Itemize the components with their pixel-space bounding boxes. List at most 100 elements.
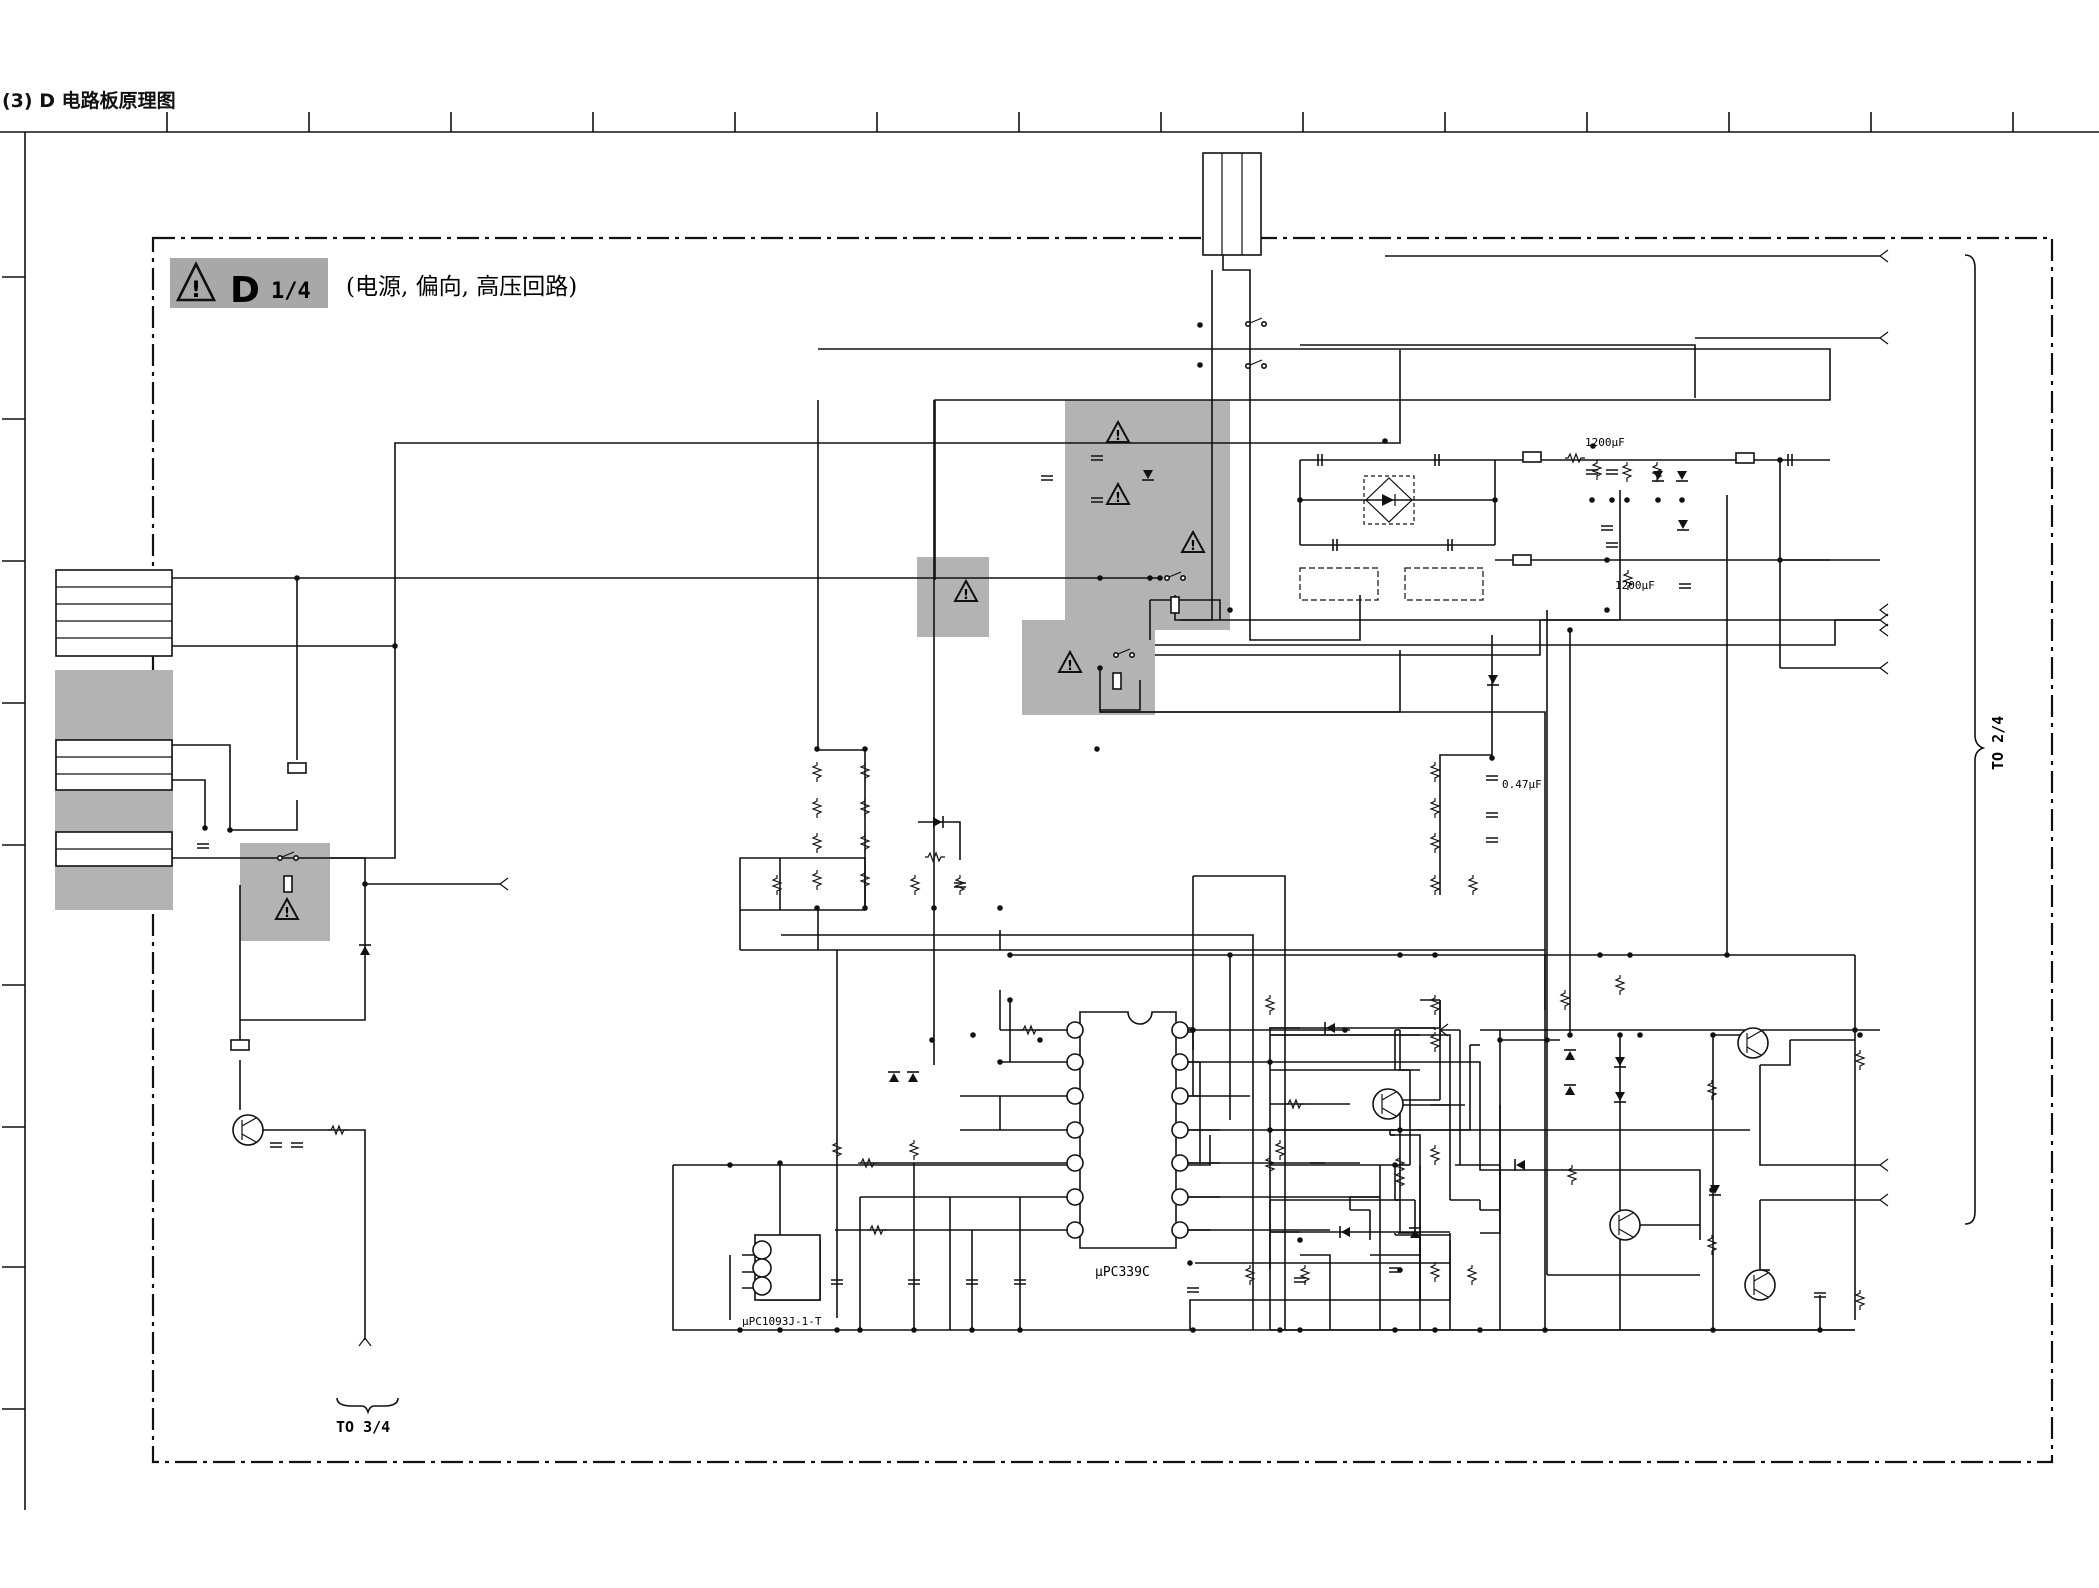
terminal-arrow [358,1337,372,1347]
capacitor [954,882,966,888]
resistor [1854,1050,1866,1070]
resistor [1429,875,1441,895]
junction-dot [1397,1127,1403,1133]
ruler-ticks [2,112,2014,1410]
junction-dot [1617,1032,1623,1038]
capacitor [270,1142,282,1148]
capacitor [1814,1292,1826,1298]
junction-dot [1817,1327,1823,1333]
resistor [908,1140,920,1160]
offpage-bottom: TO 3/4 [336,1397,399,1436]
capacitor [1586,469,1598,475]
ic-pin [1066,1221,1084,1239]
resistor [867,1224,887,1236]
capacitor [1606,469,1618,475]
connector-left-1 [55,569,173,657]
relay-switch [1164,571,1187,581]
board-label: ! D 1/4 (电源, 偏向, 高压回路) [170,258,577,311]
resistor [811,833,823,853]
capacitor [1091,455,1103,461]
junction-dot [1627,952,1633,958]
diode [907,1071,919,1082]
junction-dot [970,1032,976,1038]
transistor [1744,1269,1776,1301]
junction-dot [362,881,368,887]
diode [1564,1049,1576,1060]
junction-dot [1724,952,1730,958]
junction-dot [737,1327,743,1333]
junction-dot [997,1059,1003,1065]
resistor [1429,762,1441,782]
shaded-regions [55,400,1230,941]
junction-dot [1097,665,1103,671]
cap-value-top: 1200μF [1585,436,1625,449]
junction-dot [202,825,208,831]
junction-dot [1710,1032,1716,1038]
junction-dot [1227,607,1233,613]
fuse [1512,554,1532,566]
capacitor [1606,542,1618,548]
junction-dot [1190,1027,1196,1033]
junction-dot [1297,1327,1303,1333]
junction-dot [814,905,820,911]
junction-dot [857,1327,863,1333]
junction-dot [969,1327,975,1333]
warning-triangle-icon: ! [953,578,979,603]
junction-dot [1037,1037,1043,1043]
junction-dot [1497,1037,1503,1043]
junction-dot [1624,497,1630,503]
board-part: 1/4 [271,279,311,304]
resistor [811,870,823,890]
resistor [1467,875,1479,895]
relay-coil [1112,672,1122,690]
junction-dot [1567,627,1573,633]
resistor [1429,833,1441,853]
junction-dot [1597,952,1603,958]
offpage-bottom-label: TO 3/4 [336,1418,390,1436]
diode [1676,471,1688,482]
diode [1652,471,1664,482]
transistor [232,1114,264,1146]
bridge-rectifier [1363,475,1415,525]
fuse [287,762,307,774]
junction-dot [1655,497,1661,503]
junction-dot [1392,1327,1398,1333]
resistor [1429,1032,1441,1052]
terminal-arrow [1439,1023,1449,1037]
diode [1487,675,1499,686]
junction-dot [1197,322,1203,328]
page-frame [0,112,2099,1510]
resistor [1394,1155,1406,1175]
resistor [1559,990,1571,1010]
resistor [1622,570,1634,590]
svg-text:!: ! [284,906,290,921]
capacitor [291,1142,303,1148]
junction-dot [1297,497,1303,503]
capacitor [1679,583,1691,589]
diode [1677,520,1689,531]
capacitor [1091,497,1103,503]
resistor [1466,1265,1478,1285]
resistor [909,875,921,895]
junction-dot [1397,952,1403,958]
terminal-arrow [1879,1158,1889,1172]
wiring [172,255,1880,1340]
ic-aux-label: μPC1093J-1-T [742,1315,822,1328]
ic-main: μPC339C [1066,1011,1189,1280]
ic-main-label: μPC339C [1095,1265,1150,1280]
resistor [859,798,871,818]
fuse [230,1039,250,1051]
connectors [55,152,1262,867]
resistor [1274,1140,1286,1160]
ic-pin [1066,1188,1084,1206]
resistor [771,875,783,895]
resistor [1621,462,1633,482]
relay-switch [276,851,299,861]
junction-dot [392,643,398,649]
terminal-arrow [1879,603,1889,617]
junction-dot [1604,607,1610,613]
warning-triangle-icon: ! [1105,481,1131,506]
relay-switch [1113,648,1136,658]
resistor [859,870,871,890]
